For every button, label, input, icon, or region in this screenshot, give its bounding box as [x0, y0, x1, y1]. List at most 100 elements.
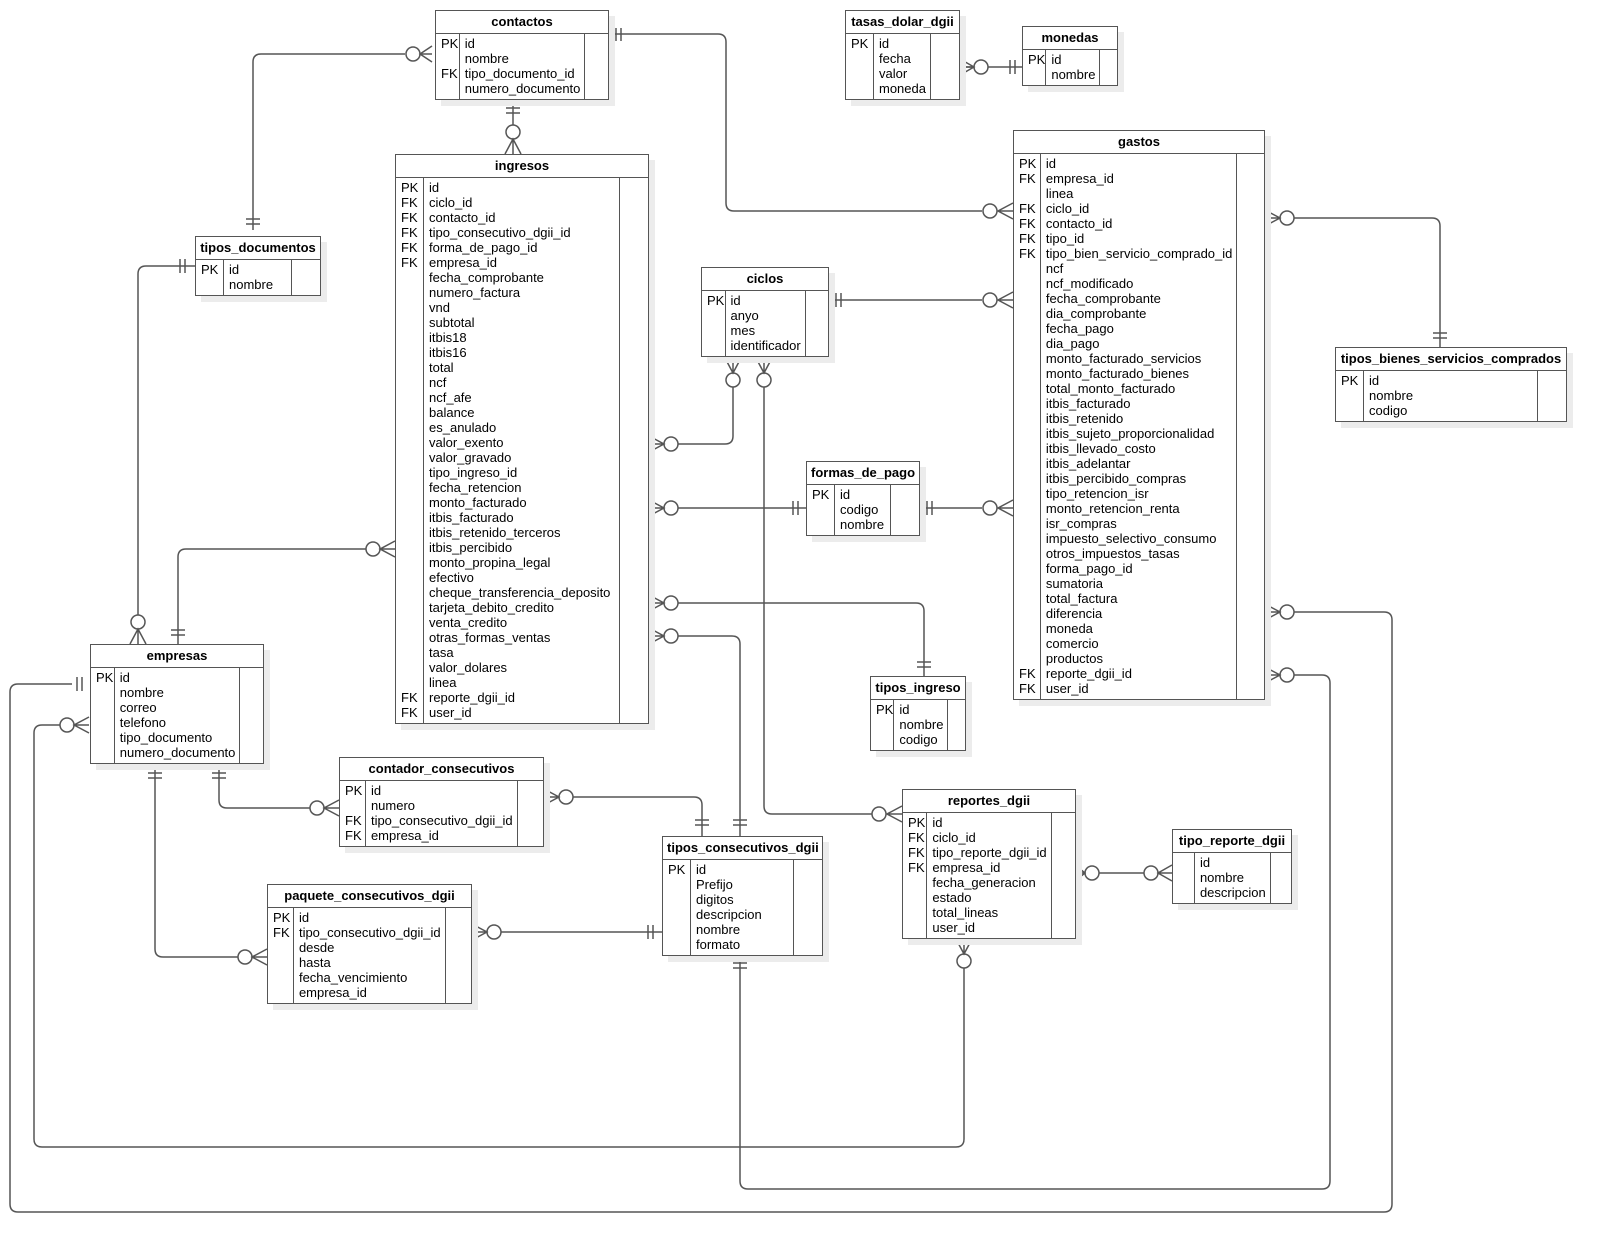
field-name: sumatoria: [1045, 576, 1103, 591]
zero-mark: [973, 59, 989, 75]
many-mark: [250, 948, 268, 966]
field-name: ncf: [429, 375, 447, 390]
key-marker: FK: [1019, 666, 1036, 681]
field-name: itbis_adelantar: [1045, 456, 1131, 471]
field-name: itbis_percibido: [429, 540, 513, 555]
field-name: tarjeta_debito_credito: [429, 600, 555, 615]
field-name: valor: [879, 66, 908, 81]
key-marker: [96, 700, 114, 715]
field-name: tipo_id: [1045, 231, 1085, 246]
field-name: id: [899, 702, 910, 717]
field-name: telefono: [119, 715, 167, 730]
key-marker: [273, 985, 293, 1000]
zero-mark: [486, 924, 502, 940]
entity-title: formas_de_pago: [807, 462, 919, 485]
zero-mark: [871, 806, 887, 822]
field-name: ncf_afe: [429, 390, 472, 405]
field-name: id: [119, 670, 130, 685]
field-name: id: [932, 815, 943, 830]
many-mark: [885, 805, 903, 823]
field-name: ciclo_id: [429, 195, 473, 210]
key-column: PK: [1023, 50, 1047, 85]
entity-spacer: [1050, 813, 1075, 938]
field-name: nombre: [1369, 388, 1414, 403]
key-marker: [668, 937, 690, 952]
key-column: PK: [702, 291, 726, 356]
field-name: reporte_dgii_id: [429, 690, 516, 705]
key-marker: [401, 525, 423, 540]
key-marker: [1178, 855, 1194, 870]
field-name: numero_documento: [119, 745, 236, 760]
key-marker: [1178, 870, 1194, 885]
key-marker: [908, 890, 926, 905]
rel-tipos-consecutivos-gastos: [739, 674, 1331, 1190]
key-marker: [1019, 291, 1040, 306]
key-column: PK: [807, 485, 835, 535]
many-mark: [1156, 864, 1173, 882]
zero-mark: [725, 372, 741, 388]
entity-spacer: [1537, 371, 1566, 421]
field-name: user_id: [932, 920, 976, 935]
key-marker: [96, 745, 114, 760]
zero-mark: [663, 500, 679, 516]
field-name: numero_factura: [429, 285, 521, 300]
field-name: monto_retencion_renta: [1045, 501, 1180, 516]
field-name: valor_dolares: [429, 660, 508, 675]
field-name: nombre: [840, 517, 885, 532]
field-name: total_monto_facturado: [1045, 381, 1176, 396]
key-marker: [401, 315, 423, 330]
field-name: empresa_id: [298, 985, 367, 1000]
key-marker: [401, 480, 423, 495]
field-name: id: [696, 862, 707, 877]
field-name: fecha_vencimiento: [298, 970, 408, 985]
field-name: contacto_id: [429, 210, 496, 225]
key-column: PK: [1336, 371, 1364, 421]
zero-mark: [405, 46, 421, 62]
rel-reportes-empresas: [33, 724, 965, 1148]
many-mark: [322, 799, 340, 817]
entity-spacer: [1269, 853, 1291, 903]
field-name: id: [840, 487, 851, 502]
key-marker: FK: [908, 860, 925, 875]
field-name: forma_de_pago_id: [429, 240, 538, 255]
key-marker: [908, 920, 926, 935]
entity-title: ciclos: [702, 268, 828, 291]
key-marker: PK: [1019, 156, 1037, 171]
rel-ciclos-reportes: [763, 387, 872, 815]
field-name: codigo: [1369, 403, 1408, 418]
field-name: tipo_consecutivo_dgii_id: [298, 925, 441, 940]
key-marker: [1019, 351, 1040, 366]
entity-spacer: [1236, 154, 1264, 699]
field-name: id: [1051, 52, 1062, 67]
many-mark: [504, 137, 522, 155]
key-marker: [1019, 561, 1040, 576]
entity-title: contador_consecutivos: [340, 758, 543, 781]
field-name: identificador: [730, 338, 801, 353]
key-marker: [401, 495, 423, 510]
key-marker: FK: [1019, 201, 1036, 216]
